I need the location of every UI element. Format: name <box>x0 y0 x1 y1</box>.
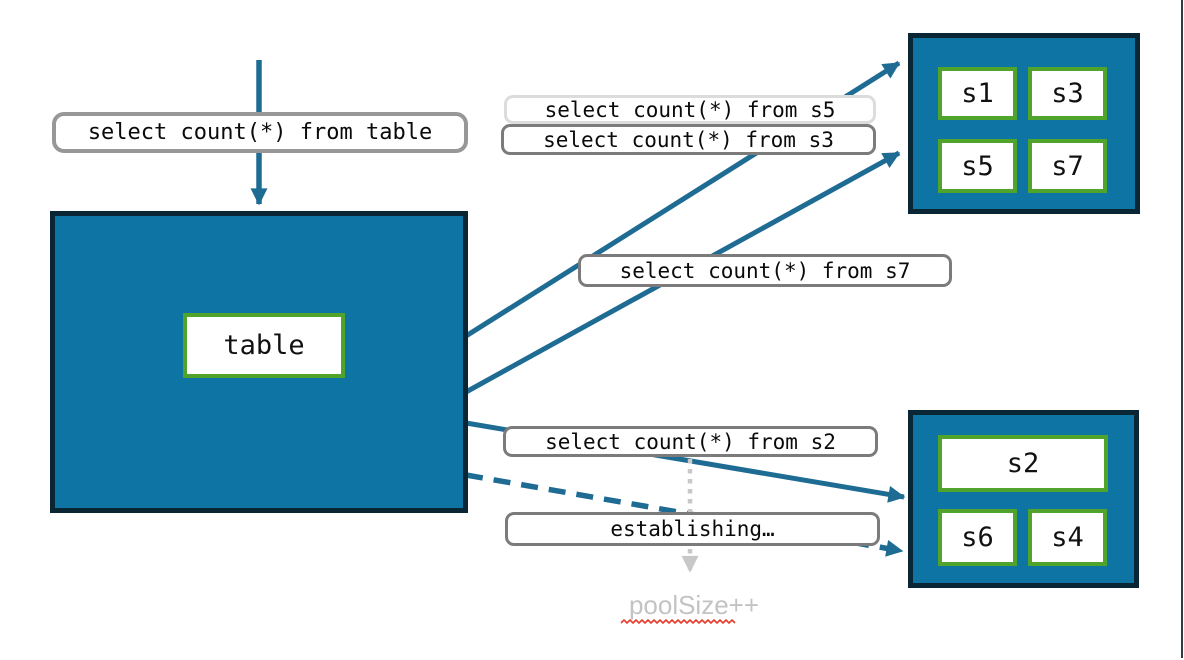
slave-label-s7: s7 <box>1051 150 1084 182</box>
slave-label-s5: s5 <box>961 150 994 182</box>
master-table-container: table <box>50 211 468 513</box>
slave-label-s2: s2 <box>1006 448 1040 479</box>
poolsize-text: poolSize++ <box>628 590 760 620</box>
slave-node-s7: s7 <box>1028 139 1107 193</box>
slave-label-s1: s1 <box>961 78 994 109</box>
query-table-label: select count(*) from table <box>52 112 468 153</box>
query-s3-label: select count(*) from s3 <box>501 124 876 155</box>
table-node: table <box>183 313 345 378</box>
table-node-label: table <box>223 330 305 361</box>
query-s2-label: select count(*) from s2 <box>503 426 878 457</box>
slave-label-s6: s6 <box>961 522 994 553</box>
slave-node-s1: s1 <box>938 67 1017 120</box>
slave-label-s3: s3 <box>1051 78 1084 109</box>
slave-node-s2: s2 <box>938 435 1108 492</box>
slave-node-s3: s3 <box>1028 67 1107 120</box>
right-edge-line <box>1181 0 1183 658</box>
slave-node-s5: s5 <box>938 139 1017 193</box>
slave-node-s4: s4 <box>1028 509 1107 566</box>
slave-node-s6: s6 <box>938 509 1017 566</box>
establishing-label: establishing… <box>505 512 880 546</box>
slave-label-s4: s4 <box>1051 522 1084 553</box>
query-s5-label: select count(*) from s5 <box>504 95 876 124</box>
query-s7-label: select count(*) from s7 <box>578 254 952 287</box>
